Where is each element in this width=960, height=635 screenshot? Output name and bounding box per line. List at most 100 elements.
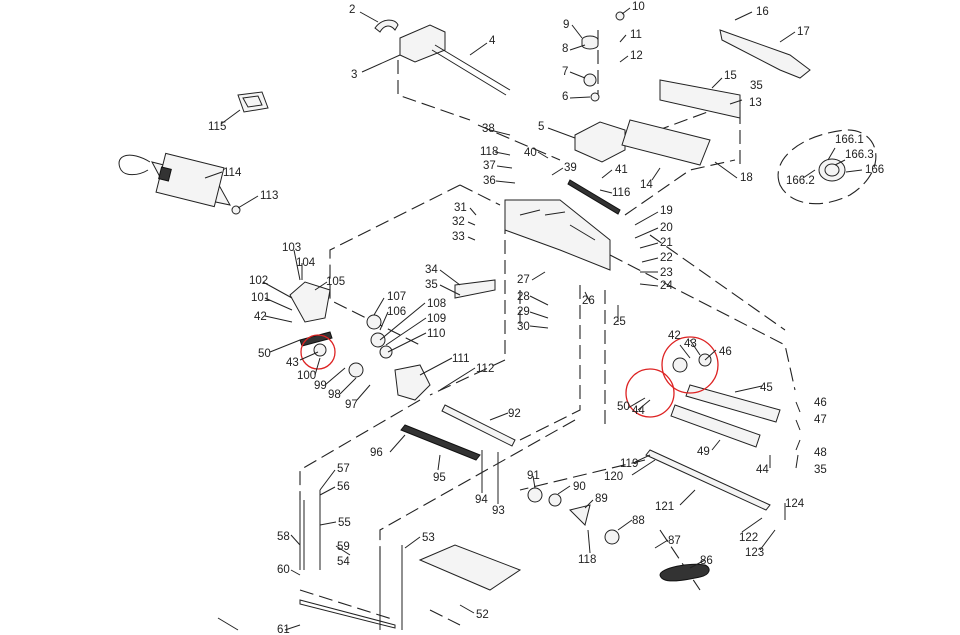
part-4-rod	[431, 44, 511, 96]
label-46b: 46	[814, 397, 827, 409]
label-111: 111	[452, 353, 469, 365]
label-22: 22	[660, 252, 673, 264]
label-93: 93	[492, 505, 505, 517]
highlight-circle-right-lower	[625, 368, 675, 418]
label-6: 6	[562, 91, 568, 103]
label-47: 47	[814, 414, 827, 426]
label-106: 106	[387, 306, 406, 318]
label-50b: 50	[617, 401, 630, 413]
label-3: 3	[351, 69, 357, 81]
label-109: 109	[427, 313, 446, 325]
label-14: 14	[640, 179, 653, 191]
label-41: 41	[615, 164, 628, 176]
label-30: 30	[517, 321, 530, 333]
label-9: 9	[563, 19, 569, 31]
label-15: 15	[724, 70, 737, 82]
label-110: 110	[427, 328, 445, 340]
label-61: 61	[277, 624, 290, 635]
label-166: 166	[865, 164, 884, 176]
label-55: 55	[338, 517, 351, 529]
label-29: 29	[517, 306, 530, 318]
leader-lines	[204, 7, 863, 631]
part-3-carriage-block	[399, 24, 446, 63]
label-107: 107	[387, 291, 406, 303]
label-89: 89	[595, 493, 608, 505]
label-59: 59	[337, 541, 350, 553]
label-48: 48	[814, 447, 827, 459]
label-114: 114	[223, 167, 242, 179]
label-25: 25	[613, 316, 626, 328]
label-44b: 44	[632, 405, 645, 417]
part-90-pulley	[548, 493, 562, 507]
label-43a: 43	[286, 357, 299, 369]
part-6-washer	[590, 92, 600, 102]
label-33: 33	[452, 231, 465, 243]
part-2-handle	[374, 19, 399, 33]
label-39: 39	[564, 162, 577, 174]
label-104: 104	[296, 257, 316, 269]
label-100: 100	[297, 370, 316, 382]
label-91: 91	[527, 470, 540, 482]
parts	[118, 11, 846, 630]
label-102: 102	[249, 275, 268, 287]
label-21: 21	[660, 237, 673, 249]
highlight-circle-right-upper	[661, 336, 719, 394]
label-49: 49	[697, 446, 710, 458]
label-17: 17	[797, 26, 810, 38]
label-90: 90	[573, 481, 586, 493]
label-31: 31	[454, 202, 467, 214]
part-166-dust-cap	[818, 158, 846, 182]
label-34: 34	[425, 264, 438, 276]
label-105: 105	[326, 276, 345, 288]
part-52-table	[418, 544, 522, 591]
label-58: 58	[277, 531, 290, 543]
label-115: 115	[208, 121, 226, 133]
label-18: 18	[740, 172, 753, 184]
label-43b: 43	[684, 338, 697, 350]
label-4: 4	[489, 35, 496, 47]
label-53: 53	[422, 532, 435, 544]
label-99: 99	[314, 380, 327, 392]
part-17-dust-chute	[719, 29, 811, 79]
label-40: 40	[524, 147, 537, 159]
label-7: 7	[562, 66, 568, 78]
label-36: 36	[483, 175, 496, 187]
label-38: 38	[482, 123, 495, 135]
part-115-cover-plate	[237, 91, 269, 113]
label-12: 12	[630, 50, 643, 62]
part-54-base-plate	[299, 599, 396, 629]
label-11: 11	[630, 29, 642, 41]
part-95-blade	[400, 424, 481, 461]
label-54: 54	[337, 556, 350, 568]
part-18-cover-plate	[621, 119, 711, 166]
label-37: 37	[483, 160, 496, 172]
label-46a: 46	[719, 346, 732, 358]
label-122: 122	[739, 532, 758, 544]
label-166-2: 166.2	[786, 175, 815, 187]
label-35c: 35	[814, 464, 827, 476]
part-number-labels: 2 3 4 5 6 7 8 9 10 11 12 16 17 15 35 13 …	[208, 1, 884, 635]
label-57: 57	[337, 463, 350, 475]
label-27: 27	[517, 274, 530, 286]
label-26: 26	[582, 295, 595, 307]
label-2: 2	[349, 4, 355, 16]
label-92: 92	[508, 408, 521, 420]
label-20: 20	[660, 222, 673, 234]
label-10: 10	[632, 1, 645, 13]
label-166-3: 166.3	[845, 149, 874, 161]
central-carriage	[454, 179, 621, 299]
label-94: 94	[475, 494, 488, 506]
label-120: 120	[604, 471, 623, 483]
label-35b: 35	[425, 279, 438, 291]
label-35a: 35	[750, 80, 763, 92]
highlight-circle-left	[300, 334, 336, 370]
part-15-tray	[659, 79, 741, 119]
label-16: 16	[756, 6, 769, 18]
label-52: 52	[476, 609, 489, 621]
label-32: 32	[452, 216, 465, 228]
label-108: 108	[427, 298, 446, 310]
label-113: 113	[260, 190, 278, 202]
part-88-gear	[604, 529, 620, 545]
label-119: 119	[620, 458, 638, 470]
